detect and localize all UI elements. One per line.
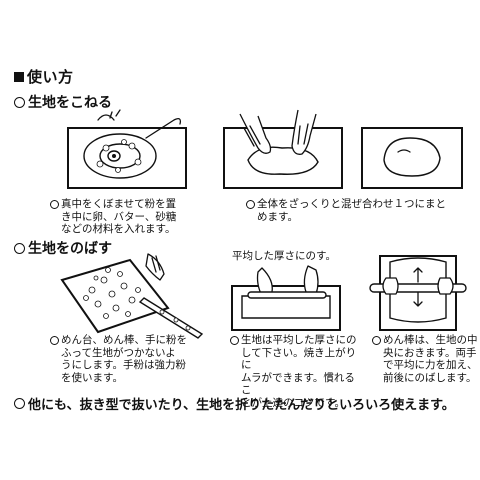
circle-bullet-icon <box>230 336 239 345</box>
circle-bullet-icon <box>246 200 255 209</box>
caption-roll-3-text: めん棒は、生地の中 央におきます。両手 で平均に力を加え、 前後にのばします。 <box>383 334 478 384</box>
page-title: 使い方 <box>14 66 74 87</box>
caption-knead-1-text: 真中をくぼませて粉を置 き中に卵、バター、砂糖 などの材料を入れます。 <box>61 198 177 235</box>
illustration-hands-mixing <box>223 109 343 189</box>
illustration-rolling-even <box>231 265 341 331</box>
footer-note: 他にも、抜き型で抜いたり、生地を折りたたんだりといろいろ使えます。 <box>14 394 455 413</box>
section-heading-knead: 生地をこねる <box>14 92 112 112</box>
section-heading-roll-text: 生地をのばす <box>28 241 112 257</box>
illustration-rolling-pin-center <box>369 255 467 331</box>
caption-roll-2: 生地は平均した厚さにの して下さい。焼き上がりに ムラができます。慣れるこ とが… <box>230 334 365 409</box>
caption-roll-2-text: 生地は平均した厚さにの して下さい。焼き上がりに ムラができます。慣れるこ とが… <box>241 334 357 409</box>
circle-bullet-icon <box>50 336 59 345</box>
caption-roll-1-text: めん台、めん棒、手に粉を ふって生地がつかないよ うにします。手粉は強力粉 を使… <box>61 334 187 384</box>
illustration-flour-well <box>67 109 187 189</box>
circle-bullet-icon <box>14 96 25 108</box>
section-heading-knead-text: 生地をこねる <box>28 95 112 111</box>
footer-note-text: 他にも、抜き型で抜いたり、生地を折りたたんだりといろいろ使えます。 <box>28 398 455 413</box>
circle-bullet-icon <box>14 242 25 254</box>
caption-knead-2: 全体をざっくりと混ぜ合わせ１つにまと めます。 <box>246 198 456 223</box>
illustration-flour-board <box>60 253 204 339</box>
caption-roll-3: めん棒は、生地の中 央におきます。両手 で平均に力を加え、 前後にのばします。 <box>372 334 478 384</box>
caption-roll-1: めん台、めん棒、手に粉を ふって生地がつかないよ うにします。手粉は強力粉 を使… <box>50 334 210 384</box>
circle-bullet-icon <box>50 200 59 209</box>
illustration-dough-ball <box>361 127 463 189</box>
section-heading-roll: 生地をのばす <box>14 238 112 258</box>
square-bullet-icon <box>14 71 24 82</box>
circle-bullet-icon <box>14 398 25 409</box>
caption-knead-1: 真中をくぼませて粉を置 き中に卵、バター、砂糖 などの材料を入れます。 <box>50 198 210 236</box>
page-title-text: 使い方 <box>27 68 74 86</box>
label-even-thickness: 平均した厚さにのす。 <box>232 250 336 262</box>
caption-knead-2-text: 全体をざっくりと混ぜ合わせ１つにまと めます。 <box>257 198 446 223</box>
circle-bullet-icon <box>372 336 381 345</box>
